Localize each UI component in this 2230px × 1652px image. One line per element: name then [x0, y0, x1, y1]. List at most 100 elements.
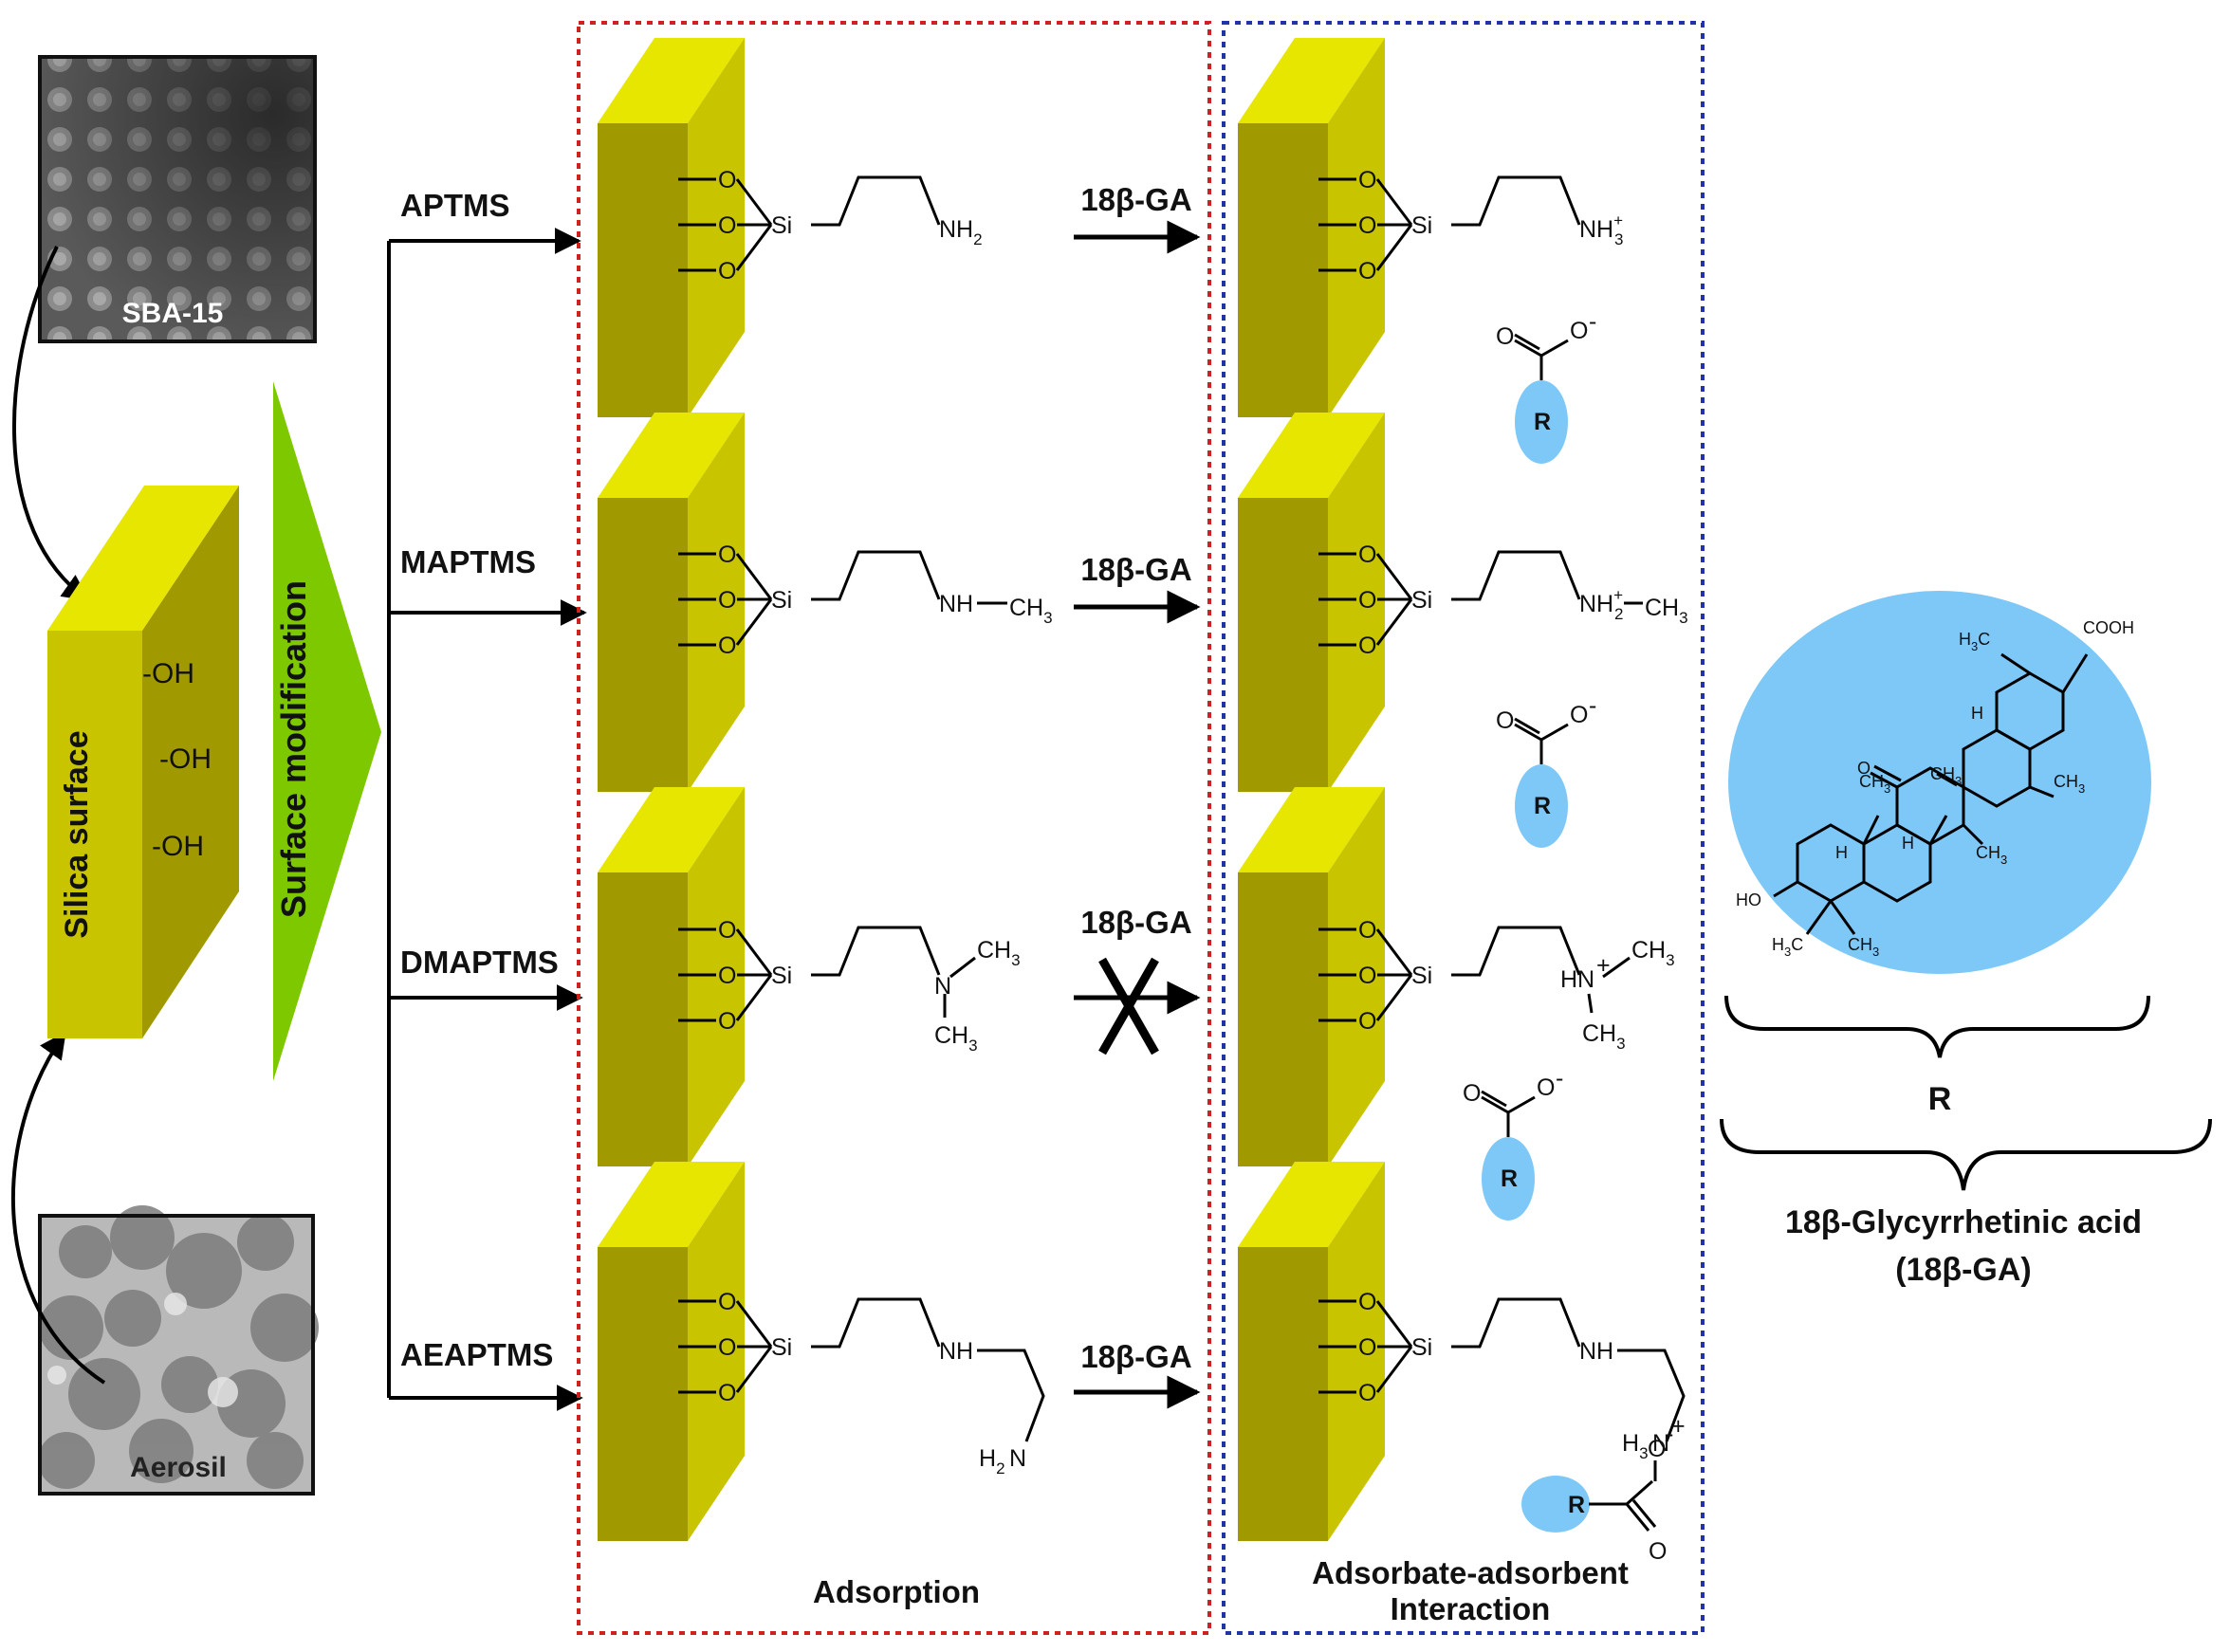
ga-ketone-o: O: [1857, 759, 1871, 778]
oxygen-label: O: [1358, 633, 1376, 659]
ga-r-brace: [1724, 995, 2150, 1058]
oxygen-label: O: [1358, 587, 1376, 614]
oxygen-anion: O: [1648, 1436, 1666, 1462]
silica-oh-2: -OH: [159, 743, 212, 775]
oxygen-label: O: [718, 1334, 736, 1361]
oxygen-carbonyl: O: [1496, 323, 1514, 350]
oxygen-label: O: [718, 258, 736, 285]
carboxylate-r-group: O-RO: [1521, 1421, 1673, 1565]
methyl-bottom: CH3: [1582, 1020, 1626, 1053]
oxygen-label: O: [1358, 541, 1376, 568]
oxygen-label: O: [1358, 917, 1376, 944]
r-label: R: [1534, 409, 1551, 435]
r-label: R: [1568, 1492, 1585, 1518]
methyl-top: CH3: [1631, 937, 1675, 969]
methyl: CH3: [1009, 595, 1053, 627]
propyl-chain-left: [811, 926, 941, 977]
oxygen-label: O: [1358, 1380, 1376, 1406]
charge-minus: -: [1556, 1065, 1563, 1092]
amine-h3n-n: N: [1652, 1430, 1669, 1457]
adsorbate-arrow: 18β-GA: [1074, 1339, 1201, 1409]
oxygen-label: O: [718, 541, 736, 568]
silane-label: APTMS: [400, 188, 510, 223]
propyl-chain-right: [1451, 926, 1581, 977]
adsorption-panel: [577, 21, 1211, 1635]
propyl-chain-left: [811, 175, 941, 227]
silane-row-dmaptms: DMAPTMSOOOSiOOOSi18β-GANCH3CH3HN+CH3CH3R…: [400, 787, 1675, 1221]
ga-structure: COOH H3C O H CH3 CH3 CH3 CH3 H H HO H3C …: [1720, 591, 2212, 1288]
oxygen-label: O: [718, 917, 736, 944]
ga-name-brace: [1720, 1118, 2212, 1191]
silica-oh-3: -OH: [152, 831, 204, 862]
sba15-label: SBA-15: [122, 298, 224, 329]
methyl: CH3: [1645, 595, 1688, 627]
r-blob: [1482, 1137, 1535, 1221]
r-blob: [1515, 380, 1568, 464]
propyl-chain-left: [811, 550, 941, 601]
propyl-chain-right: [1451, 1297, 1581, 1349]
oxygen-label: O: [1358, 963, 1376, 989]
amine-h2n: H2: [979, 1445, 1005, 1478]
amine-nh: NH: [939, 1338, 973, 1365]
adsorbate-label: 18β-GA: [1080, 552, 1191, 587]
silicon-label: Si: [771, 963, 792, 989]
ga-h3c-bottom: H3C: [1772, 935, 1803, 959]
aerosil-label: Aerosil: [130, 1452, 227, 1483]
oxygen-label: O: [1358, 1334, 1376, 1361]
amine-n: N: [934, 973, 951, 1000]
ga-name-line1: 18β-Glycyrrhetinic acid: [1785, 1204, 2142, 1240]
silicon-label: Si: [1411, 587, 1432, 614]
amine-nh2: NH2: [939, 216, 983, 248]
ga-atom-labels: COOH H3C O H CH3 CH3 CH3 CH3 H H HO H3C …: [1736, 618, 2134, 959]
amine-nh: NH: [1579, 1338, 1613, 1365]
ga-skeleton: [1773, 652, 2089, 935]
ga-ch3-3: CH3: [2054, 772, 2085, 796]
interaction-plate: [1238, 413, 1385, 792]
interaction-caption-line1: Adsorbate-adsorbent: [1312, 1555, 1629, 1590]
amine-nh: NH: [939, 591, 973, 617]
aerosil-image: Aerosil: [38, 1205, 319, 1496]
silane-label: AEAPTMS: [400, 1337, 553, 1372]
ga-r-label: R: [1928, 1081, 1952, 1117]
oxygen-label: O: [718, 1289, 736, 1315]
silane-label: DMAPTMS: [400, 945, 559, 980]
interaction-plate: [1238, 1162, 1385, 1541]
oxygen-label: O: [718, 633, 736, 659]
ga-ho: HO: [1736, 890, 1761, 909]
oxygen-label: O: [718, 167, 736, 193]
adsorbent-plate: [598, 787, 745, 1166]
amine-group-left: NH CH3: [939, 591, 1053, 627]
oxygen-label: O: [718, 1380, 736, 1406]
amine-nh2-plus: NH+2: [1579, 586, 1624, 623]
ga-r-blob: [1728, 591, 2151, 974]
ga-ch3-4: CH3: [1976, 843, 2007, 867]
adsorbate-arrow: 18β-GA: [1074, 552, 1201, 624]
adsorbent-plate: [598, 413, 745, 792]
ga-ch3-2: CH3: [1930, 764, 1962, 788]
adsorbate-arrow: 18β-GA: [1074, 905, 1201, 1055]
amine-h2n-n: N: [1009, 1445, 1026, 1472]
ga-h3c-top: H3C: [1959, 630, 1990, 653]
oxygen-carbonyl: O: [1496, 707, 1514, 734]
r-blob: [1515, 764, 1568, 848]
oxygen-label: O: [1358, 1008, 1376, 1035]
oxygen-carbonyl: O: [1649, 1538, 1667, 1565]
silicon-label: Si: [771, 212, 792, 239]
propyl-chain-right: [1451, 550, 1581, 601]
amine-h3n: H3: [1622, 1430, 1649, 1462]
sba15-curved-arrow: [11, 246, 90, 601]
silica-oh-1: -OH: [142, 658, 194, 689]
oxygen-label: O: [718, 212, 736, 239]
silicon-label: Si: [1411, 1334, 1432, 1361]
oxygen-label: O: [718, 963, 736, 989]
charge-minus: -: [1589, 308, 1596, 335]
